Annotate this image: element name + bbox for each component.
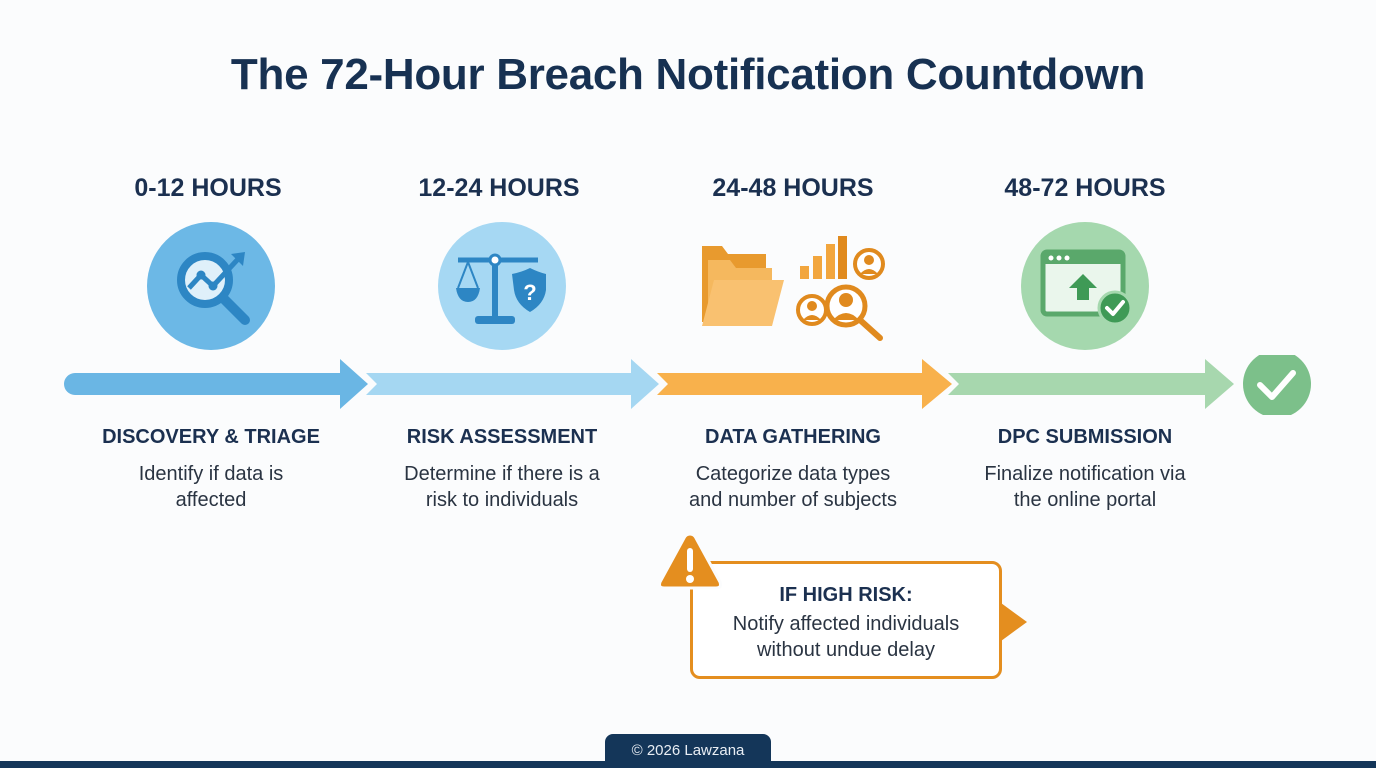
phase-3-icon-container: [696, 232, 896, 360]
phase-1-name: DISCOVERY & TRIAGE: [102, 426, 320, 448]
alert-text-line1: Notify affected individuals: [732, 613, 960, 635]
phase-3-name: DATA GATHERING: [705, 426, 881, 448]
phase-4-description-line1: Finalize notification via: [984, 463, 1186, 485]
footer-copyright: © 2026 Lawzana: [605, 734, 771, 768]
page-title: The 72-Hour Breach Notification Countdow…: [230, 50, 1146, 99]
phase-2-icon-container: ?: [438, 222, 566, 350]
phase-4-arrow: [948, 359, 1234, 409]
check-circle-icon: [1243, 350, 1311, 418]
magnifier-chart-icon: [147, 222, 275, 350]
phase-1-icon-container: [147, 222, 275, 350]
alert-text: Notify affected individuals without undu…: [693, 611, 999, 663]
warning-triangle-icon: [658, 532, 722, 590]
phase-1-description: Identify if data is affected: [61, 461, 361, 513]
svg-text:?: ?: [523, 280, 536, 305]
phase-1-description-line1: Identify if data is: [138, 463, 284, 485]
phase-3-description-line1: Categorize data types: [695, 463, 891, 485]
alert-text-line2: without undue delay: [757, 639, 935, 661]
phase-3-arrow: [657, 359, 952, 409]
alert-pointer: [1001, 603, 1027, 641]
phase-4-description: Finalize notification via the online por…: [935, 461, 1235, 513]
phase-1-arrow: [64, 359, 368, 409]
phase-2-name: RISK ASSESSMENT: [406, 426, 598, 448]
phase-4-description-line2: the online portal: [1013, 489, 1157, 511]
phase-3-hours: 24-48 HOURS: [712, 174, 874, 202]
phase-1-hours: 0-12 HOURS: [134, 174, 282, 202]
phase-3-description: Categorize data types and number of subj…: [643, 461, 943, 513]
phase-1-description-line2: affected: [175, 489, 247, 511]
phase-2-hours: 12-24 HOURS: [418, 174, 580, 202]
alert-title: IF HIGH RISK:: [779, 584, 913, 606]
high-risk-alert: IF HIGH RISK: Notify affected individual…: [690, 561, 1002, 679]
scales-shield-question-icon: ?: [438, 222, 566, 350]
timeline: [0, 350, 1376, 418]
folder-chart-people-icon: [702, 236, 885, 341]
phase-2-description-line1: Determine if there is a: [404, 463, 600, 485]
phase-3-description-line2: and number of subjects: [689, 489, 897, 511]
phase-4-icon-container: [1021, 222, 1149, 350]
phase-4-name: DPC SUBMISSION: [997, 426, 1173, 448]
phase-2-arrow: [366, 359, 659, 409]
browser-upload-check-icon: [1021, 222, 1149, 350]
phase-2-description-line2: risk to individuals: [425, 489, 579, 511]
phase-4-hours: 48-72 HOURS: [1004, 174, 1166, 202]
phase-2-description: Determine if there is a risk to individu…: [352, 461, 652, 513]
